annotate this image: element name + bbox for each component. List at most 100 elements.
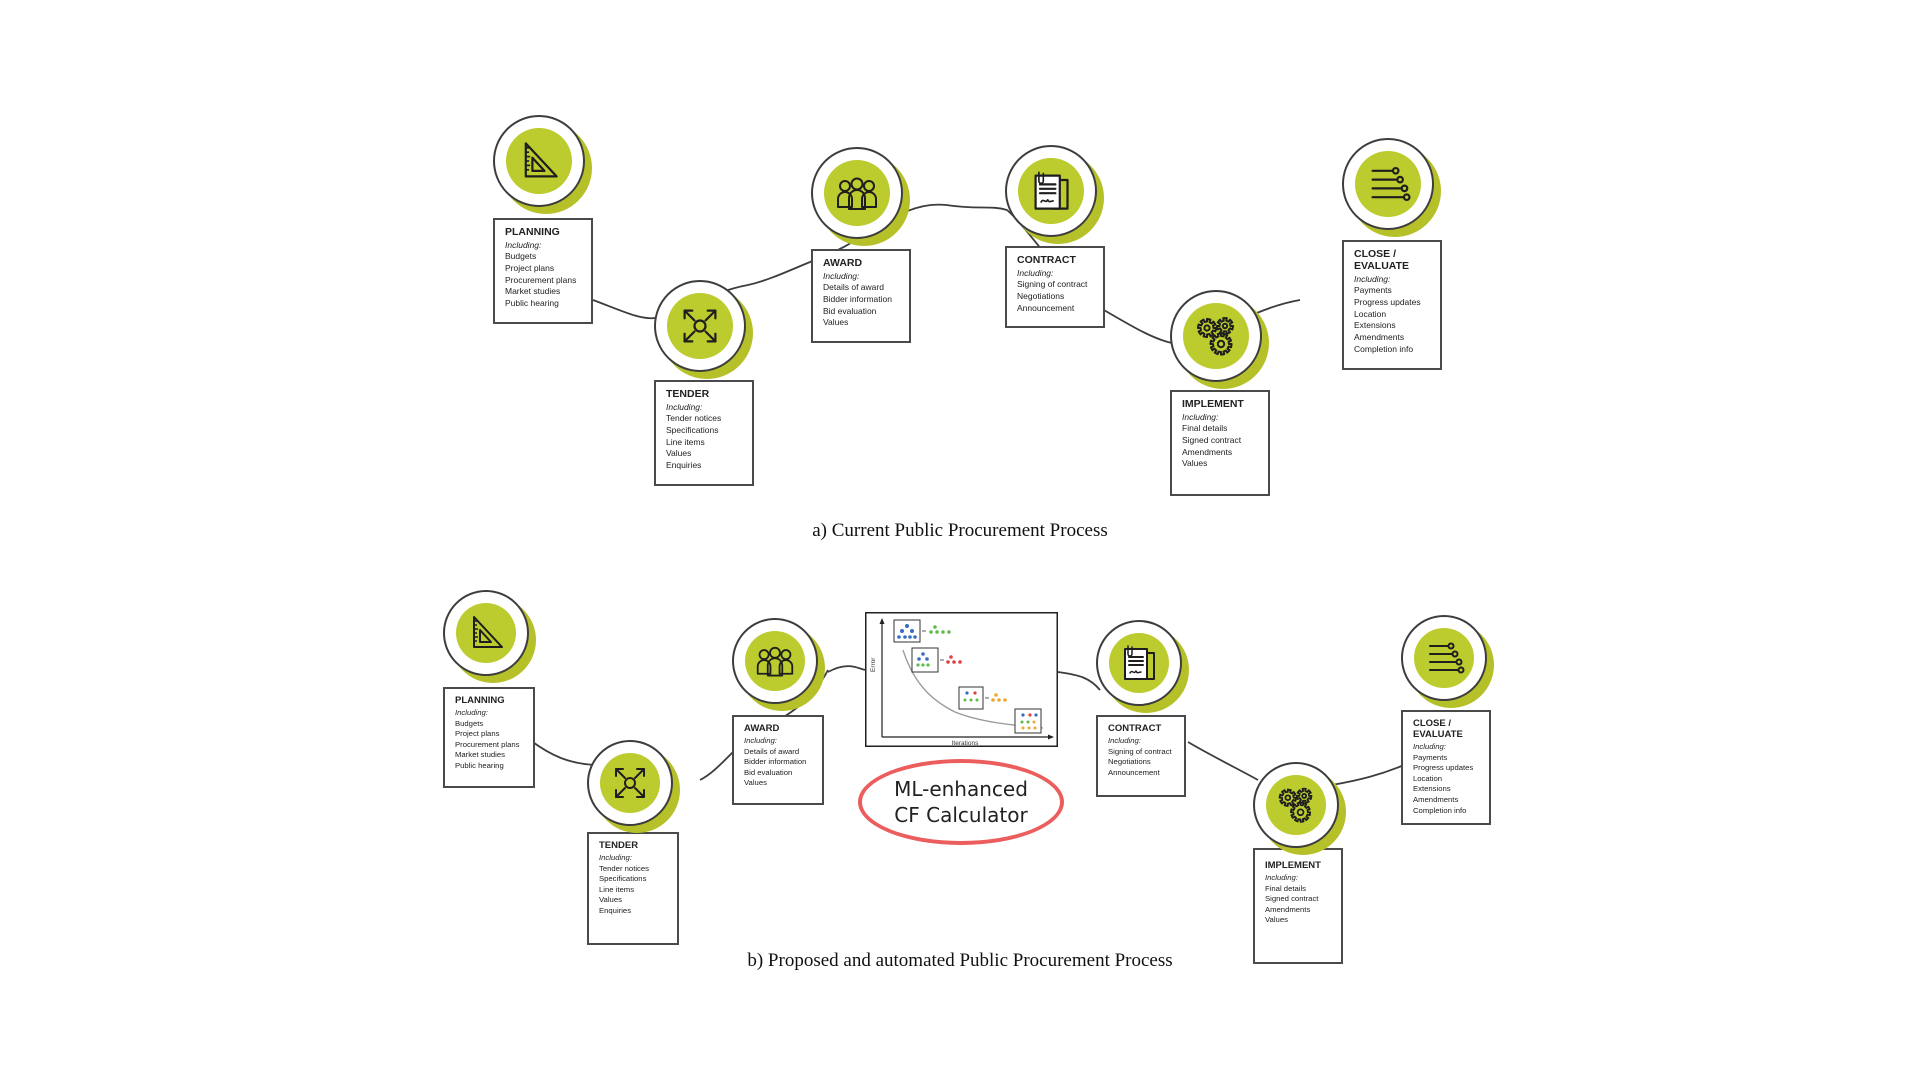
stage-title: CLOSE / EVALUATE (1413, 718, 1463, 740)
stage-title: PLANNING (505, 226, 560, 238)
stage-badge-contract (1005, 145, 1104, 244)
list-item: Specifications (599, 874, 647, 884)
list-item: Enquiries (666, 460, 702, 471)
badge-disc (1109, 633, 1169, 693)
list-item: Completion info (1354, 343, 1414, 354)
ml-chart-x-label: Iterations (952, 740, 979, 747)
list-item: Project plans (455, 729, 500, 739)
badge-disc (506, 128, 572, 194)
stage-including-label: Including: (666, 402, 703, 412)
list-item: Payments (1413, 752, 1448, 762)
ml-tree-thumbnail-3 (958, 686, 1007, 710)
ml-calculator-highlight: ML-enhanced CF Calculator (858, 759, 1064, 845)
badge-disc (745, 631, 805, 691)
list-item: Signing of contract (1017, 279, 1088, 289)
gears-icon (1194, 314, 1238, 358)
stage-badge-planning (493, 115, 592, 214)
list-item: Final details (1265, 883, 1307, 893)
ml-tree-thumbnail-4 (1014, 708, 1042, 734)
stage-including-label: Including: (455, 708, 488, 717)
stage-including-label: Including: (1265, 873, 1298, 882)
stage-title: IMPLEMENT (1265, 860, 1321, 871)
badge-disc (1183, 303, 1249, 369)
stage-including-label: Including: (1108, 736, 1141, 745)
list-item: Announcement (1017, 302, 1075, 313)
ml-error-chart: Error Iterations (865, 612, 1058, 747)
list-item: Announcement (1108, 767, 1160, 777)
ruler-triangle-icon (517, 139, 561, 183)
caption-current-process: a) Current Public Procurement Process (812, 520, 1108, 541)
list-item: Extensions (1354, 320, 1396, 331)
badge-disc (824, 160, 890, 226)
list-item: Values (744, 778, 767, 788)
list-item: Bidder information (744, 757, 807, 767)
list-item: Extensions (1413, 784, 1451, 794)
list-item: Procurement plans (455, 739, 520, 749)
expand-arrows-icon (610, 763, 650, 803)
list-item: Values (1265, 915, 1288, 925)
caption-proposed-process: b) Proposed and automated Public Procure… (747, 950, 1173, 971)
expand-arrows-icon (678, 304, 722, 348)
list-item: Negotiations (1108, 757, 1151, 767)
list-item: Amendments (1413, 794, 1459, 804)
stage-badge-tender (654, 280, 753, 379)
ml-chart-y-label: Error (870, 657, 877, 672)
ml-chart-y-arrow (879, 618, 885, 624)
list-lines-icon (1366, 162, 1411, 206)
stage-including-label: Including: (823, 271, 860, 281)
stage-badge-close (1401, 615, 1494, 708)
stage-including-label: Including: (1413, 742, 1446, 751)
stage-title: CLOSE / EVALUATE (1354, 248, 1410, 272)
stage-title: TENDER (666, 388, 710, 400)
badge-disc (1414, 628, 1474, 688)
list-item: Market studies (505, 286, 561, 297)
list-item: Budgets (455, 718, 484, 728)
list-item: Completion info (1413, 805, 1467, 815)
stage-badge-tender (587, 740, 680, 833)
list-item: Bidder information (823, 293, 892, 304)
people-group-icon (755, 641, 795, 681)
stage-badge-close (1342, 138, 1441, 237)
stage-including-label: Including: (1354, 274, 1391, 284)
list-item: Tender notices (599, 863, 649, 873)
stage-title: CONTRACT (1017, 254, 1076, 266)
list-item: Location (1354, 308, 1387, 319)
list-item: Details of award (744, 746, 800, 756)
stage-including-label: Including: (505, 240, 542, 250)
stage-title: TENDER (599, 840, 639, 851)
list-item: Amendments (1265, 904, 1311, 914)
list-item: Values (666, 448, 692, 459)
list-item: Values (1182, 458, 1208, 469)
list-item: Public hearing (505, 298, 559, 309)
list-item: Market studies (455, 750, 505, 760)
list-item: Location (1413, 773, 1443, 783)
list-item: Progress updates (1413, 763, 1474, 773)
stage-title: IMPLEMENT (1182, 398, 1244, 410)
list-item: Details of award (823, 282, 884, 292)
stage-including-label: Including: (599, 853, 632, 862)
list-item: Signed contract (1182, 434, 1242, 445)
ml-error-curve (902, 649, 1044, 729)
badge-disc (600, 753, 660, 813)
stage-badge-implement (1253, 762, 1346, 855)
stage-badge-implement (1170, 290, 1269, 389)
list-item: Public hearing (455, 760, 504, 770)
list-item: Specifications (666, 424, 719, 435)
list-item: Enquiries (599, 905, 632, 915)
list-item: Final details (1182, 423, 1228, 433)
